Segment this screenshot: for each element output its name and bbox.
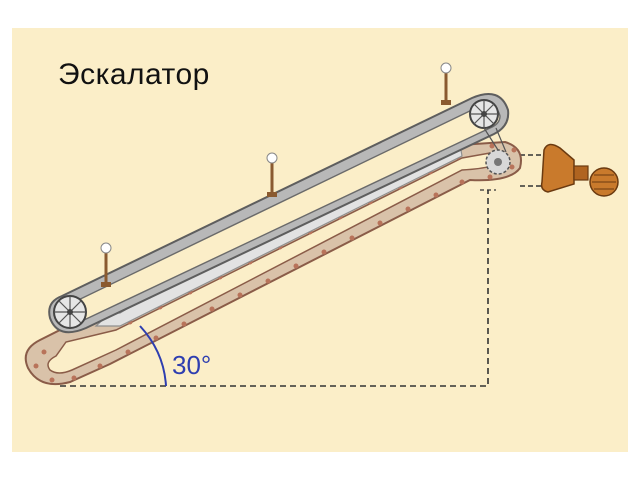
diagram-title: Эскалатор	[58, 58, 210, 91]
top-wheel	[469, 99, 499, 129]
angle-label: 30°	[172, 350, 212, 380]
lamp-post-bottom	[100, 242, 112, 287]
lamp-post-top	[440, 62, 452, 105]
step-chain	[24, 140, 522, 386]
lamp-post-middle	[266, 152, 278, 197]
angle-arc	[139, 325, 167, 387]
lamp-posts	[100, 62, 452, 287]
handrail	[48, 93, 510, 334]
drive-sprocket	[483, 127, 511, 175]
drive-motor	[540, 143, 619, 197]
bottom-wheel	[53, 295, 87, 329]
